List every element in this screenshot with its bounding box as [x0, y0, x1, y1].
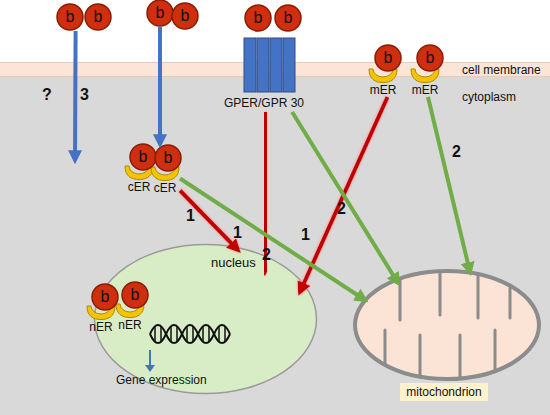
ligand-circle: b [374, 44, 402, 72]
ligand-shape [245, 5, 271, 31]
receptor-shape [87, 306, 115, 320]
note-label: Gene expression [116, 373, 207, 387]
cytoplasm-region: cytoplasmbbcERcERnucleusbbnERnERmitochon… [0, 77, 550, 415]
receptor-cup: mER [368, 67, 398, 97]
node-label: b [154, 144, 182, 172]
ligand-shape [147, 0, 173, 26]
ligand-shape [375, 45, 401, 71]
node-label: b [91, 283, 119, 311]
node-label: cER [119, 180, 159, 194]
gper-receptor: GPER/GPR 30 [226, 38, 302, 112]
pathway-arrow [292, 112, 398, 283]
transmembrane-bar [257, 38, 269, 92]
node-label: mitochondrion [400, 383, 488, 401]
ligand-circle: b [84, 3, 112, 31]
receptor-shape [125, 166, 153, 180]
node-label: mER [363, 83, 403, 97]
transmembrane-bar [244, 38, 256, 92]
dna-helix [150, 325, 230, 343]
ligand-circle: b [146, 0, 174, 27]
node-label: cytoplasm [462, 90, 550, 104]
node-label: nER [110, 318, 150, 332]
node-label: cell membrane [462, 63, 550, 77]
ligand-circle: b [244, 4, 272, 32]
node-label: b [146, 0, 174, 27]
ligand-shape [155, 145, 181, 171]
node-label: b [121, 281, 149, 309]
node-label: b [84, 3, 112, 31]
ligand-circle: b [416, 44, 444, 72]
pathway-arrow [73, 31, 78, 160]
node-label: mER [405, 83, 445, 97]
ligand-circle: b [274, 4, 302, 32]
cristae-lines [385, 273, 510, 377]
pathway-arrow [158, 27, 162, 144]
receptor-shape [116, 304, 144, 318]
receptor-shape [151, 167, 179, 181]
ligand-shape [417, 45, 443, 71]
mitochondrion-shape [355, 271, 539, 379]
callout-number: 2 [262, 246, 271, 264]
ligand-shape [92, 284, 118, 310]
nucleus-ellipse: nucleusbbnERnER [93, 243, 318, 395]
callout-number: 1 [186, 207, 195, 225]
ligand-shape [57, 4, 83, 30]
ligand-circle: b [56, 3, 84, 31]
callout-number: 1 [301, 226, 310, 244]
callout-number: 1 [233, 224, 242, 242]
nucleus-shape [95, 245, 317, 394]
node-label: b [416, 44, 444, 72]
pathway-arrow [180, 191, 238, 250]
transmembrane-bar [270, 38, 282, 92]
callout-number: 2 [452, 143, 461, 161]
node-label: b [56, 3, 84, 31]
node-label: GPER/GPR 30 [220, 96, 308, 110]
ligand-shape [275, 5, 301, 31]
expression-arrow [145, 350, 155, 372]
dna-strand [150, 325, 230, 343]
ligand-shape [130, 144, 156, 170]
dna-strand [150, 325, 230, 343]
ligand-shape [122, 282, 148, 308]
node-outline [226, 38, 302, 92]
node-label: b [374, 44, 402, 72]
pathway-arrow [428, 97, 470, 272]
receptor-shape [369, 69, 397, 83]
unknown-mark: ? [42, 86, 52, 104]
ligand-circle: b [154, 144, 182, 172]
callout-number: 3 [80, 86, 89, 104]
node-label: b [129, 143, 157, 171]
mitochondrion-ellipse: mitochondrion [352, 268, 542, 402]
node-label: cER [145, 181, 185, 195]
callout-number: 2 [337, 200, 346, 218]
dna-rungs [155, 327, 225, 341]
node-label: b [244, 4, 272, 32]
pathway-arrow [300, 97, 388, 292]
ligand-circle: b [129, 143, 157, 171]
node-label: b [171, 2, 199, 30]
pathway-arrow [265, 112, 266, 272]
ligand-circle: b [91, 283, 119, 311]
ligand-circle: b [121, 281, 149, 309]
transmembrane-bar [283, 38, 295, 92]
receptor-shape [411, 69, 439, 83]
ligand-circle: b [171, 2, 199, 30]
pathway-arrow [180, 179, 365, 301]
node-label: nucleus [211, 255, 271, 270]
node-label: nER [81, 320, 121, 334]
receptor-cup: mER [410, 67, 440, 97]
node-label: b [274, 4, 302, 32]
ligand-shape [85, 4, 111, 30]
node-outline [352, 268, 542, 382]
ligand-shape [172, 3, 198, 29]
